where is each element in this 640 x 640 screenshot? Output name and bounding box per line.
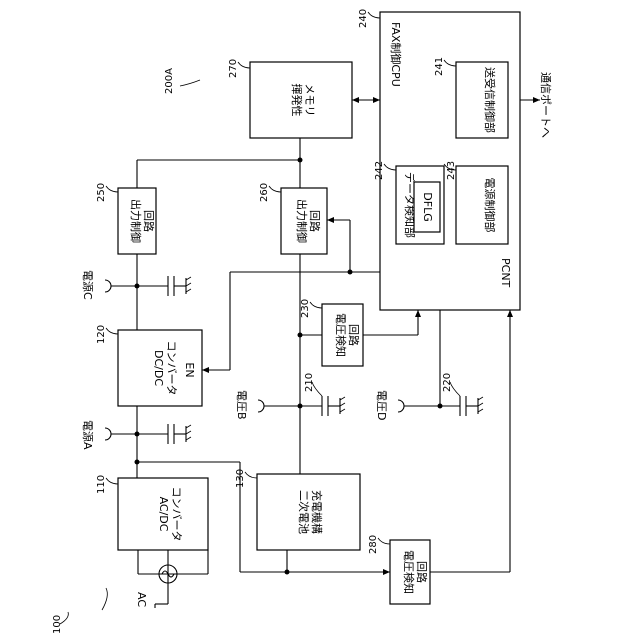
ref-130: 130 (235, 469, 246, 488)
block-charger: 二次電池 充電機構 (257, 474, 360, 550)
ref-230: 230 (300, 299, 311, 318)
dc-dc-en-pin: EN (183, 362, 196, 377)
out-ctrl-260-line1: 出力制御 (295, 199, 309, 243)
ref-200a: 200A (164, 68, 175, 94)
block-volatile-memory: 揮発性 メモリ (250, 62, 352, 138)
block-dc-dc-converter: DC/DC コンバータ EN (118, 330, 202, 406)
comm-ctrl-label: 送受信制御部 (483, 67, 497, 133)
ref-280: 280 (368, 535, 379, 554)
block-ac-dc-converter: AC/DC コンバータ (118, 478, 208, 550)
ac-input-label: AC (135, 592, 148, 607)
block-output-control-250: 出力制御 回路 (118, 188, 156, 254)
charger-line1: 二次電池 (297, 490, 311, 534)
comm-port-label: 通信ポートへ (539, 72, 552, 138)
ref-270: 270 (228, 59, 239, 78)
ref-210: 210 (304, 373, 315, 392)
ref-220: 220 (442, 373, 453, 392)
memory-line1: 揮発性 (290, 84, 304, 117)
cpu-title: FAX制御CPU (389, 22, 403, 87)
voltage-d-label: 電圧D (375, 390, 388, 420)
ac-source-symbol (155, 565, 177, 604)
power-ctrl-label: 電源制御部 (483, 178, 497, 233)
ref-243: 243 (446, 161, 457, 180)
out-ctrl-260-line2: 回路 (308, 210, 321, 232)
memory-line2: メモリ (303, 84, 316, 117)
ref-120: 120 (96, 325, 107, 344)
block-comm-control: 送受信制御部 (456, 62, 508, 138)
ref-100: 100 (52, 615, 63, 634)
capacitor-220 (460, 396, 483, 416)
volt-det-230-line2: 回路 (347, 324, 360, 346)
supply-c-label: 電源C (81, 270, 95, 300)
volt-det-280-line2: 回路 (415, 561, 428, 583)
ref-242: 242 (374, 161, 385, 180)
block-output-control-260: 出力制御 回路 (281, 188, 327, 254)
block-voltage-detect-230: 電圧検知 回路 (322, 304, 363, 366)
ref-260: 260 (259, 183, 270, 202)
block-power-control: 電源制御部 (456, 166, 508, 244)
block-voltage-detect-280: 電圧検知 回路 (390, 540, 430, 604)
out-ctrl-250-line1: 出力制御 (129, 199, 143, 243)
supply-a-label: 電源A (81, 420, 95, 450)
capacitor-supply-c (168, 276, 191, 296)
ac-dc-line2: コンバータ (170, 487, 183, 542)
ref-240: 240 (358, 9, 369, 28)
capacitor-supply-a (168, 424, 191, 444)
ref-250: 250 (96, 183, 107, 202)
voltage-b-label: 電圧B (235, 390, 248, 420)
cpu-pcnt-pin: PCNT (499, 258, 512, 288)
dc-dc-line1: DC/DC (152, 350, 165, 386)
out-ctrl-250-line2: 回路 (142, 210, 155, 232)
capacitor-210 (322, 396, 345, 416)
ac-dc-line1: AC/DC (157, 497, 170, 532)
volt-det-280-line1: 電圧検知 (402, 550, 416, 594)
block-data-detect: データ検知部 DFLG (396, 166, 444, 244)
ref-110: 110 (96, 475, 107, 494)
dflg-label: DFLG (421, 192, 434, 221)
volt-det-230-line1: 電圧検知 (334, 313, 348, 357)
charger-line2: 充電機構 (310, 490, 324, 534)
dc-dc-line2: コンバータ (165, 341, 178, 396)
ref-241: 241 (434, 57, 445, 76)
